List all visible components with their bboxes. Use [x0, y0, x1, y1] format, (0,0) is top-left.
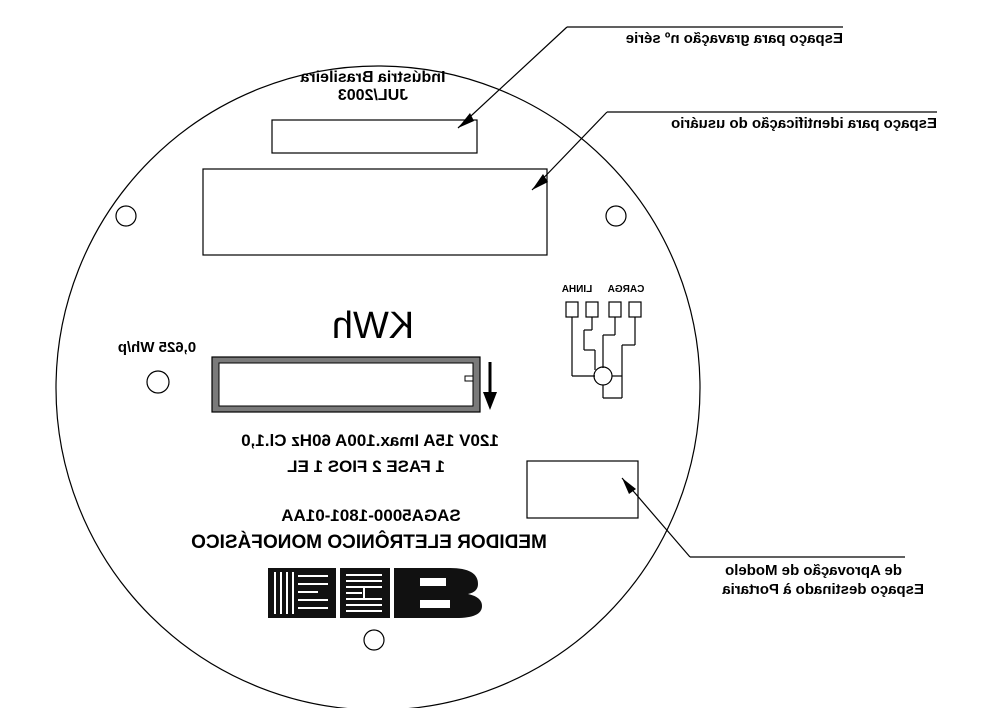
mounting-hole-bottom — [363, 629, 385, 651]
mounting-hole-right — [605, 205, 627, 227]
brand-logo — [268, 568, 482, 618]
user-id-space-note: Espaço para identificação do usuário — [671, 115, 937, 132]
ratings-label: 120V 15A Imax.100A 60Hz Cl.1,0 — [241, 431, 499, 450]
callout-model-approval — [621, 477, 905, 558]
serial-space-note: Espaço para gravação nº série — [626, 30, 843, 47]
faceplate-outline — [55, 65, 701, 708]
lcd-display-window — [211, 356, 481, 413]
terminal-wiring-diagram: LINHA CARGA — [562, 284, 645, 399]
user-id-box — [202, 168, 548, 256]
mounting-hole-left — [115, 205, 137, 227]
callout-serial — [457, 26, 843, 129]
date-label: JUL/2003 — [338, 87, 408, 104]
terminal-line-label: LINHA — [562, 284, 593, 295]
model-approval-box — [526, 460, 639, 519]
terminal-load-label: CARGA — [608, 284, 645, 295]
device-title-label: MEDIDOR ELETRÔNICO MONOFÁSICO — [191, 531, 547, 553]
unit-label: KWh — [332, 305, 414, 347]
model-approval-note-line1: de Aprovação de Modelo — [725, 562, 902, 579]
model-approval-note-line2: Espaço destinado à Portaria — [722, 581, 924, 598]
energy-direction-arrow — [483, 362, 497, 410]
meter-constant: 0,625 Wh/p — [118, 339, 196, 356]
phase-info-label: 1 FASE 2 FIOS 1 EL — [287, 457, 445, 476]
serial-number-box — [271, 119, 478, 154]
test-led-hole — [146, 370, 170, 394]
callout-user-id — [531, 111, 937, 191]
origin-label: Indústria Brasileira — [300, 69, 445, 86]
model-code-label: SAGA5000-1801-01AA — [281, 506, 461, 525]
